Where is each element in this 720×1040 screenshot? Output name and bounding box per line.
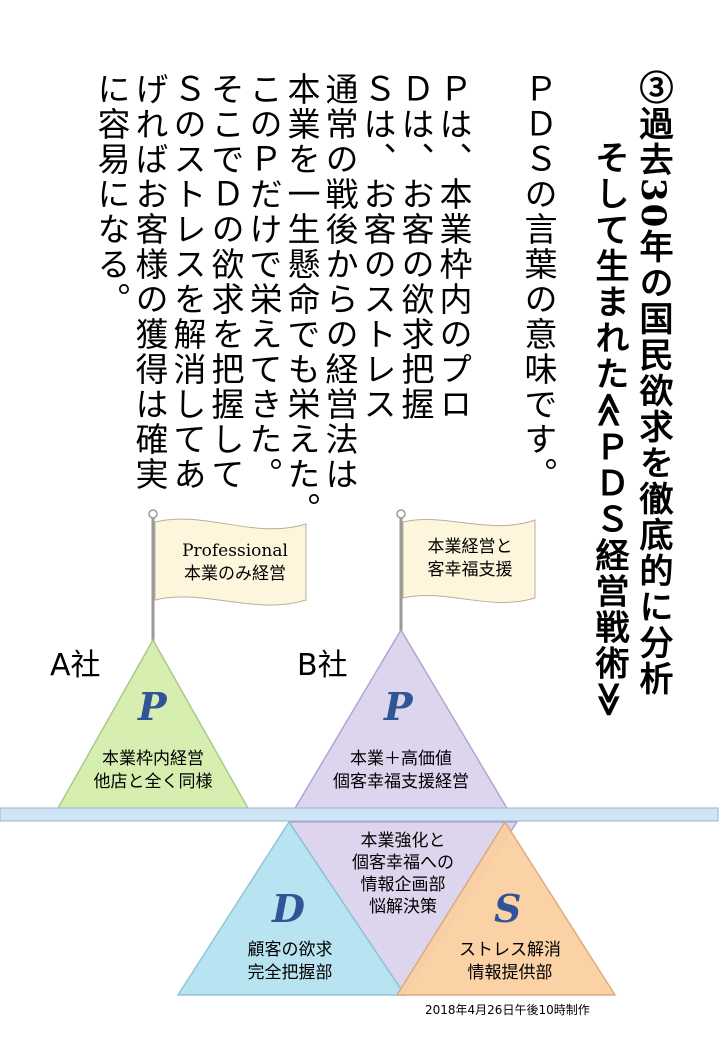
triangle-middle-text: 本業強化と 個客幸福への 情報企画部 悩解決策: [323, 830, 483, 918]
triangle-middle-line-3: 情報企画部: [360, 875, 446, 895]
company-a-name: A社: [50, 648, 101, 683]
flag-a-cloth: [154, 518, 307, 606]
flagpole-b-knob: [396, 509, 406, 519]
flag-a: [148, 509, 307, 642]
title-line-2: そして生まれた≪ＰＤＳ経営戦術≫: [589, 140, 629, 720]
triangle-d-line-2: 完全把握部: [247, 963, 333, 983]
triangle-b-line-1: 本業＋高価値: [350, 749, 452, 769]
triangle-d: [176, 820, 407, 996]
body-line-5: 通常の戦後からの経営法は: [320, 72, 359, 492]
triangle-a-line-1: 本業枠内経営: [102, 749, 204, 769]
flagpole-a-knob: [148, 509, 158, 519]
body-line-6: 本業を一生懸命でも栄えた。: [282, 72, 321, 527]
flag-a-line-1: Professional: [182, 541, 288, 561]
body-line-8: そこでＤの欲求を把握して: [206, 72, 245, 492]
body-line-2: Ｐは、本業枠内のプロ: [434, 72, 473, 422]
letter-p-b: P: [384, 684, 413, 729]
triangle-middle-line-2: 個客幸福への: [352, 853, 454, 873]
divider-bar: [0, 807, 719, 822]
body-line-4: Ｓは、お客のストレス: [358, 72, 397, 422]
triangle-b-text: 本業＋高価値 個客幸福支援経営: [311, 748, 491, 794]
body-line-9: Ｓのストレスを解消してあ: [168, 72, 207, 492]
letter-p-a: P: [138, 684, 167, 729]
body-line-3: Ｄは、お客の欲求把握: [396, 72, 435, 422]
triangle-b-line-2: 個客幸福支援経営: [333, 772, 469, 792]
creation-date: 2018年4月26日午後10時制作: [425, 1003, 590, 1017]
title-line-1: ③過去30年の国民欲求を徹底的に分析: [633, 70, 673, 698]
letter-d: D: [272, 886, 305, 931]
company-b-name: B社: [297, 648, 348, 683]
flag-b: [396, 509, 536, 632]
flag-b-cloth: [402, 518, 536, 603]
triangle-a-text: 本業枠内経営 他店と全く同様: [73, 748, 233, 794]
triangle-d-line-1: 顧客の欲求: [247, 940, 333, 960]
triangle-s-line-2: 情報提供部: [467, 963, 553, 983]
body-line-10: げればお客様の獲得は確実: [130, 72, 169, 492]
flag-a-text: Professional 本業のみ経営: [160, 540, 310, 586]
triangle-s-line-1: ストレス解消: [459, 940, 561, 960]
flag-b-line-2: 客幸福支援: [427, 560, 513, 580]
triangle-middle-line-4: 悩解決策: [369, 897, 437, 917]
body-line-11: に容易になる。: [92, 72, 131, 317]
triangle-d-text: 顧客の欲求 完全把握部: [215, 939, 365, 985]
flag-a-line-2: 本業のみ経営: [184, 564, 286, 584]
flag-b-text: 本業経営と 客幸福支援: [405, 536, 535, 582]
triangle-s: [395, 820, 617, 996]
body-line-7: このＰだけで栄えてきた。: [244, 72, 283, 492]
body-line-1: ＰＤＳの言葉の意味です。: [519, 72, 558, 492]
letter-s: S: [494, 886, 522, 931]
flag-b-line-1: 本業経営と: [427, 537, 513, 557]
triangle-s-text: ストレス解消 情報提供部: [440, 939, 580, 985]
triangle-middle-line-1: 本業強化と: [360, 831, 446, 851]
triangle-a-line-2: 他店と全く同様: [93, 772, 213, 792]
